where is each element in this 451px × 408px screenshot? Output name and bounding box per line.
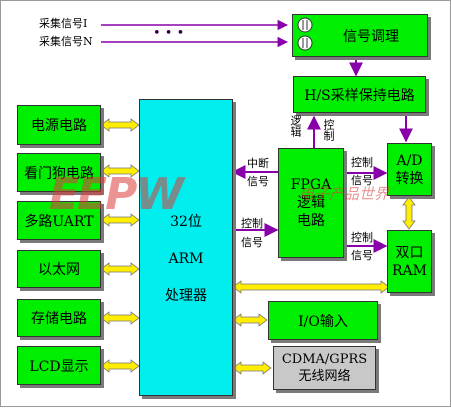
interrupt-signal-label: 信号 bbox=[247, 175, 269, 188]
control-vertical-label: 控制 bbox=[322, 119, 335, 141]
ethernet-block: 以太网 bbox=[17, 250, 101, 288]
arm-control-label: 控制 bbox=[241, 217, 263, 230]
interrupt-label: 中断 bbox=[247, 157, 269, 170]
uart-block: 多路UART bbox=[17, 201, 101, 240]
eepw-watermark-text: 电子产品世界 bbox=[299, 185, 390, 203]
sample-hold-label: H/S采样保持电路 bbox=[304, 87, 415, 104]
signal-conditioning-block: 信号调理 bbox=[292, 14, 428, 57]
eepw-watermark-logo: EEPW bbox=[49, 169, 184, 220]
fpga-block: FPGA 逻辑 电路 bbox=[278, 148, 344, 258]
arm-label-1: 32位 bbox=[170, 214, 202, 230]
ad-label-1: A/D bbox=[396, 152, 423, 169]
ad-converter-block: A/D 转换 bbox=[387, 143, 432, 196]
signal-n-label: 采集信号N bbox=[39, 35, 93, 48]
io-input-block: I/O输入 bbox=[268, 301, 378, 340]
signal-1-label: 采集信号Ⅰ bbox=[39, 17, 88, 30]
cdma-label-2: 无线网络 bbox=[298, 369, 351, 384]
ram-signal-label: 信号 bbox=[351, 249, 373, 262]
ad-control-label: 控制 bbox=[351, 156, 373, 169]
fpga-label-1: FPGA bbox=[290, 177, 332, 193]
ram-control-label: 控制 bbox=[351, 231, 373, 244]
cdma-gprs-block: CDMA/GPRS 无线网络 bbox=[273, 346, 376, 390]
ram-label-2: RAM bbox=[392, 262, 427, 279]
io-input-label: I/O输入 bbox=[298, 313, 348, 330]
uart-label: 多路UART bbox=[24, 213, 94, 230]
watchdog-circuit-label: 看门狗电路 bbox=[24, 165, 94, 182]
storage-circuit-block: 存储电路 bbox=[17, 299, 101, 337]
ram-label-1: 双口 bbox=[395, 244, 424, 261]
power-circuit-block: 电源电路 bbox=[17, 105, 101, 145]
arm-label-3: 处理器 bbox=[165, 288, 207, 304]
ethernet-label: 以太网 bbox=[38, 262, 80, 278]
sample-hold-block: H/S采样保持电路 bbox=[293, 76, 426, 113]
arm-signal-label: 信号 bbox=[241, 236, 263, 249]
ad-label-2: 转换 bbox=[395, 170, 424, 187]
logic-vertical-label: 逻辑 bbox=[289, 115, 302, 137]
fpga-label-3: 电路 bbox=[297, 213, 325, 229]
ad-signal-label: 信号 bbox=[351, 174, 373, 187]
dual-port-ram-block: 双口 RAM bbox=[387, 230, 432, 293]
fpga-label-2: 逻辑 bbox=[297, 195, 325, 211]
watchdog-circuit-block: 看门狗电路 bbox=[17, 153, 101, 192]
power-circuit-label: 电源电路 bbox=[31, 118, 87, 134]
lcd-display-block: LCD显示 bbox=[17, 346, 101, 385]
cdma-label-1: CDMA/GPRS bbox=[281, 352, 368, 367]
arm-processor-block: 32位 ARM 处理器 bbox=[139, 99, 233, 396]
storage-circuit-label: 存储电路 bbox=[31, 311, 87, 327]
arm-label-2: ARM bbox=[168, 251, 204, 267]
signal-conditioning-label: 信号调理 bbox=[343, 28, 399, 45]
lcd-display-label: LCD显示 bbox=[29, 358, 89, 375]
signal-ellipsis: • • • bbox=[153, 26, 185, 41]
